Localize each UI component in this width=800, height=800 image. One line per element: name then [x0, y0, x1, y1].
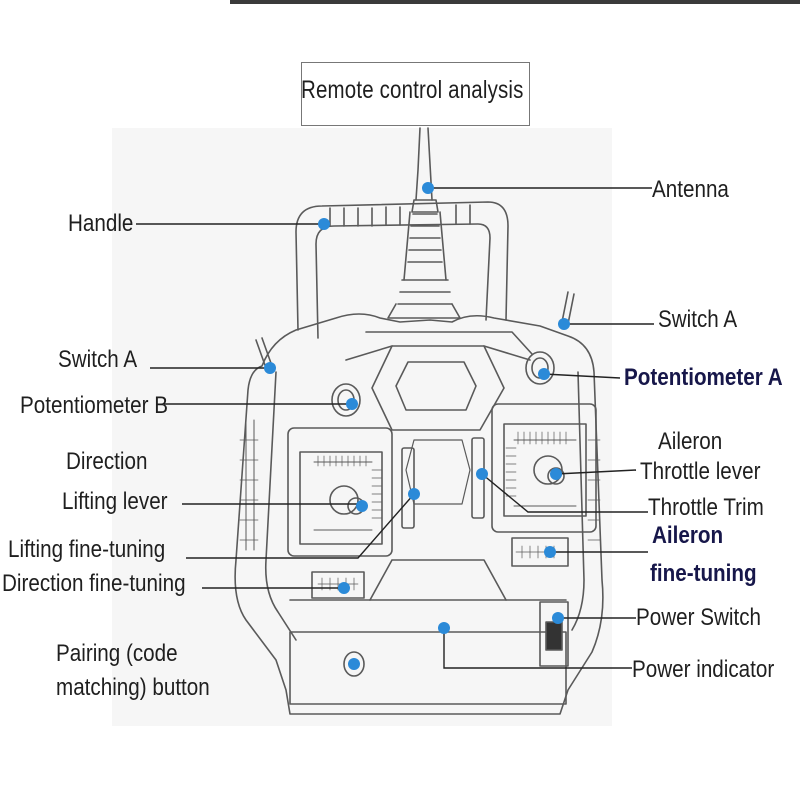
diagram-background: [112, 128, 612, 726]
power-switch-shape: [539, 601, 569, 667]
diagram-title: Remote control analysis: [301, 76, 524, 104]
fine-tuning-trims: [311, 537, 569, 599]
toggle-switches: [255, 291, 575, 369]
marker-potentiometer-a: [538, 368, 550, 380]
handle-shape: [295, 201, 509, 339]
label-aileron-fine-tuning-line2: fine-tuning: [650, 560, 757, 587]
marker-power-indicator: [438, 622, 450, 634]
marker-pairing-button: [348, 658, 360, 670]
marker-aileron-fine-tuning: [544, 546, 556, 558]
label-switch-a-left: Switch A: [58, 346, 138, 373]
label-switch-a-right: Switch A: [658, 306, 738, 333]
label-lifting-fine-tuning: Lifting fine-tuning: [8, 536, 166, 563]
label-antenna: Antenna: [652, 176, 729, 203]
marker-switch-a-left: [264, 362, 276, 374]
marker-power-switch: [552, 612, 564, 624]
title-box: [301, 62, 530, 126]
top-border: [0, 0, 800, 4]
label-lifting-lever: Lifting lever: [62, 488, 168, 515]
marker-switch-a-right: [558, 318, 570, 330]
marker-direction-fine-tuning: [338, 582, 350, 594]
marker-antenna: [422, 182, 434, 194]
label-aileron: Aileron: [658, 428, 723, 455]
left-stick-panel: [287, 427, 415, 557]
leader-throttle-trim: [481, 473, 648, 513]
label-potentiometer-b: Potentiometer B: [20, 392, 169, 419]
leader-power-indicator: [443, 628, 632, 669]
label-direction: Direction: [66, 448, 148, 475]
marker-lifting-fine-tuning: [408, 488, 420, 500]
antenna-shape: [387, 127, 461, 319]
label-throttle-lever: Throttle lever: [640, 458, 761, 485]
label-throttle-trim: Throttle Trim: [648, 494, 764, 521]
right-stick-panel: [471, 403, 597, 533]
label-handle: Handle: [68, 210, 134, 237]
body-shape: [234, 313, 604, 715]
label-aileron-fine-tuning-line1: Aileron: [652, 522, 724, 549]
marker-throttle-trim: [476, 468, 488, 480]
label-power-indicator: Power indicator: [632, 656, 775, 683]
leader-throttle-lever: [555, 469, 637, 475]
pairing-button-shape: [343, 651, 365, 677]
label-pairing-line2: matching) button: [56, 674, 210, 701]
marker-throttle-lever: [550, 468, 562, 480]
marker-potentiometer-b: [346, 398, 358, 410]
marker-lifting-lever: [356, 500, 368, 512]
top-border-dark: [230, 0, 800, 4]
label-power-switch: Power Switch: [636, 604, 762, 631]
label-direction-fine-tuning: Direction fine-tuning: [2, 570, 186, 597]
markers: [264, 182, 570, 670]
marker-handle: [318, 218, 330, 230]
leader-lines: [136, 187, 654, 669]
label-potentiometer-a: Potentiometer A: [624, 364, 783, 391]
leader-potentiometer-a: [543, 373, 621, 379]
leader-lifting-fine-tuning: [186, 493, 415, 559]
label-pairing-line1: Pairing (code: [56, 640, 178, 667]
